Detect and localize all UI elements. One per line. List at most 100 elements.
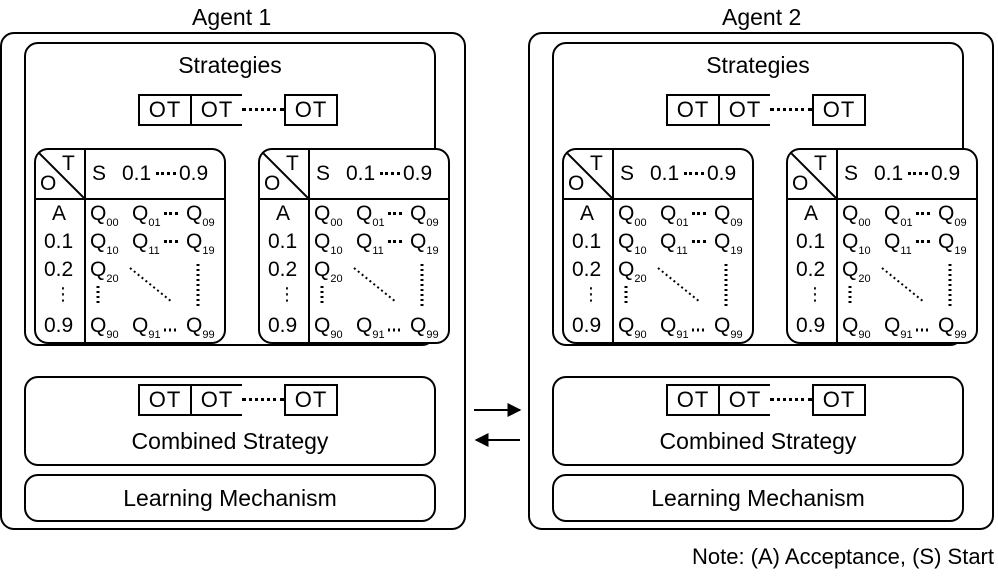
strip-cell: OT: [718, 384, 772, 416]
q-value: Q09: [186, 202, 215, 229]
table-horizontal-divider: [260, 198, 448, 200]
corner-label-o: O: [792, 172, 809, 195]
q-value: Q09: [714, 202, 743, 229]
corner-label-t: T: [62, 152, 75, 175]
header-ellipsis: [156, 172, 176, 175]
strip-cell: OT: [666, 94, 720, 126]
corner-diagonal: [788, 150, 836, 198]
strip-ellipsis: [770, 94, 812, 126]
row-label: 0.2: [44, 258, 74, 281]
q-table: T O S 0.1 0.9 A 0.1 0.2 ⋮ 0.9 Q00 Q01 Q0…: [34, 148, 226, 344]
header-to: 0.9: [179, 162, 209, 185]
q-value: Q20: [90, 258, 119, 285]
q-value: Q10: [618, 230, 647, 257]
strip-cell: OT: [190, 384, 244, 416]
learning-mechanism-panel: Learning Mechanism: [552, 474, 964, 522]
agent-box: Strategies OT OT OT T O S 0.1 0.9 A 0.1 …: [0, 32, 466, 530]
q-row-ellipsis: [388, 212, 402, 215]
header-from: 0.1: [650, 162, 680, 185]
q-ellipsis-marks: [320, 264, 424, 332]
corner-label-o: O: [568, 172, 585, 195]
combined-strip: OT OT OT: [138, 384, 338, 416]
q-value: Q11: [132, 230, 160, 257]
row-label: 0.9: [44, 314, 74, 337]
q-value: Q00: [842, 202, 871, 229]
table-vertical-divider: [308, 150, 310, 342]
q-row-ellipsis: [164, 240, 178, 243]
row-label-a: A: [52, 202, 67, 225]
q-row-ellipsis: [692, 240, 706, 243]
corner-label-o: O: [264, 172, 281, 195]
corner-diagonal: [564, 150, 612, 198]
q-value: Q99: [714, 314, 743, 341]
q-ellipsis-marks: [96, 264, 200, 332]
row-label: 0.9: [268, 314, 298, 337]
q-value: Q01: [132, 202, 161, 229]
q-table: T O S 0.1 0.9 A 0.1 0.2 ⋮ 0.9 Q00 Q01 Q0…: [562, 148, 754, 344]
learning-mechanism-title: Learning Mechanism: [651, 485, 865, 511]
q-value: Q19: [714, 230, 743, 257]
strip-cell: OT: [666, 384, 720, 416]
strip-ellipsis: [242, 94, 284, 126]
row-label-a: A: [804, 202, 819, 225]
agent-box: Strategies OT OT OT T O S 0.1 0.9 A 0.1 …: [528, 32, 994, 530]
q-value: Q91: [132, 314, 161, 341]
strategies-panel: Strategies OT OT OT T O S 0.1 0.9 A 0.1 …: [552, 42, 978, 346]
q-value: Q00: [618, 202, 647, 229]
corner-label-o: O: [40, 172, 57, 195]
strip-cell: OT: [138, 94, 192, 126]
row-label: 0.9: [572, 314, 602, 337]
combined-strategy-title: Combined Strategy: [659, 428, 857, 454]
q-value: Q90: [842, 314, 871, 341]
row-label-ellipsis: ⋮: [806, 284, 824, 304]
row-label: 0.2: [268, 258, 298, 281]
q-value: Q11: [884, 230, 912, 257]
q-ellipsis-marks: [624, 264, 728, 332]
table-horizontal-divider: [36, 198, 224, 200]
strip-cell: OT: [138, 384, 192, 416]
header-from: 0.1: [346, 162, 376, 185]
q-row-ellipsis: [916, 240, 930, 243]
row-label-a: A: [276, 202, 291, 225]
corner-label-t: T: [814, 152, 827, 175]
q-ellipsis-marks: [848, 264, 952, 332]
q-value: Q00: [314, 202, 343, 229]
corner-label-t: T: [286, 152, 299, 175]
row-label: 0.1: [44, 230, 74, 253]
q-value: Q11: [660, 230, 688, 257]
strip-cell: OT: [284, 94, 338, 126]
header-ellipsis: [684, 172, 704, 175]
strategy-strip: OT OT OT: [666, 94, 866, 126]
q-value: Q91: [660, 314, 689, 341]
q-value: Q01: [884, 202, 913, 229]
learning-mechanism-panel: Learning Mechanism: [24, 474, 436, 522]
combined-strategy-panel: OT OT OT Combined Strategy: [552, 376, 964, 466]
q-value: Q90: [314, 314, 343, 341]
q-value: Q19: [186, 230, 215, 257]
row-label: 0.1: [796, 230, 826, 253]
strategies-title: Strategies: [178, 52, 282, 78]
q-value: Q11: [356, 230, 384, 257]
table-vertical-divider: [84, 150, 86, 342]
agent-title: Agent 1: [192, 4, 272, 30]
header-from: 0.1: [874, 162, 904, 185]
row-label: 0.2: [572, 258, 602, 281]
combined-strip: OT OT OT: [666, 384, 866, 416]
row-label: 0.2: [796, 258, 826, 281]
agent-title: Agent 2: [722, 4, 802, 30]
strip-ellipsis: [242, 384, 284, 416]
header-s: S: [620, 162, 635, 185]
corner-diagonal: [36, 150, 84, 198]
strip-cell: OT: [284, 384, 338, 416]
header-ellipsis: [380, 172, 400, 175]
strategy-strip: OT OT OT: [138, 94, 338, 126]
q-table: T O S 0.1 0.9 A 0.1 0.2 ⋮ 0.9 Q00 Q01 Q0…: [786, 148, 978, 344]
row-label-ellipsis: ⋮: [582, 284, 600, 304]
q-value: Q19: [938, 230, 967, 257]
row-label-ellipsis: ⋮: [278, 284, 296, 304]
q-value: Q09: [410, 202, 439, 229]
header-to: 0.9: [403, 162, 433, 185]
header-to: 0.9: [931, 162, 961, 185]
q-value: Q01: [660, 202, 689, 229]
q-value: Q91: [356, 314, 385, 341]
